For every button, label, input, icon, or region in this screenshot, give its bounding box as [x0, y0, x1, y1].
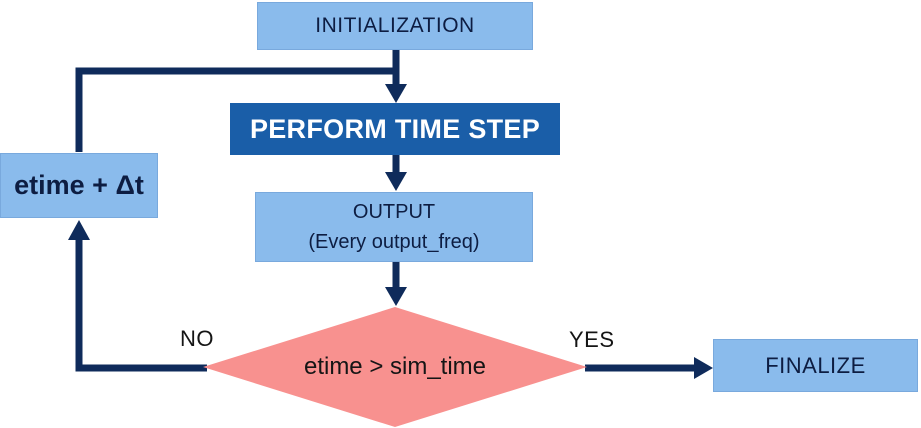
- edge-label-no: NO: [180, 326, 214, 351]
- edge-label-yes: YES: [569, 327, 615, 352]
- node-initialization-label: INITIALIZATION: [315, 14, 475, 37]
- node-output-label-line2: (Every output_freq): [308, 231, 480, 253]
- node-etime-update: etime + Δt: [0, 153, 158, 218]
- node-finalize-label: FINALIZE: [765, 352, 866, 378]
- node-initialization: INITIALIZATION: [257, 2, 533, 50]
- node-decision-label: etime > sim_time: [303, 353, 487, 380]
- node-output: OUTPUT (Every output_freq): [255, 192, 533, 262]
- node-perform-time-step: PERFORM TIME STEP: [230, 103, 560, 155]
- arrowhead-yes-to-finalize: [694, 357, 713, 379]
- arrowhead-perform-to-output: [385, 172, 407, 191]
- node-perform-time-step-label: PERFORM TIME STEP: [249, 113, 541, 144]
- node-etime-update-label: etime + Δt: [14, 170, 144, 200]
- node-decision-diamond: etime > sim_time: [203, 307, 587, 427]
- arrowhead-no-to-etime: [68, 220, 90, 240]
- node-finalize: FINALIZE: [713, 339, 918, 392]
- arrowhead-init-to-perform: [385, 84, 407, 103]
- node-output-label-line1: OUTPUT: [352, 201, 436, 223]
- arrowhead-output-to-diamond: [385, 287, 407, 306]
